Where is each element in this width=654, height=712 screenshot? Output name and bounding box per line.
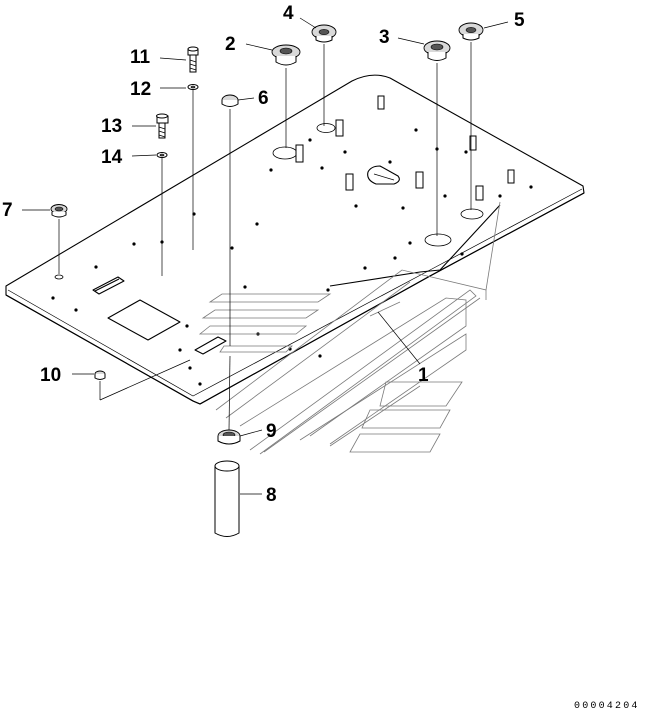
grommet-3 [423, 40, 451, 236]
callout-1: 1 [418, 365, 429, 386]
callout-10: 10 [40, 365, 61, 386]
callout-leaders [22, 17, 509, 495]
washer-12 [187, 84, 199, 250]
bolt-13 [156, 113, 169, 139]
callout-7: 7 [2, 200, 13, 221]
bolt-11 [187, 46, 199, 73]
grommet-2 [271, 44, 301, 148]
washer-14 [156, 152, 168, 276]
pipe-8 [214, 460, 240, 537]
callout-3: 3 [379, 27, 390, 48]
callout-14: 14 [101, 147, 123, 168]
floor-plate [5, 74, 585, 405]
callout-labels: 1 2 3 4 5 6 7 8 9 10 11 12 13 14 [2, 3, 525, 506]
callout-11: 11 [130, 47, 151, 68]
grommet-7 [50, 204, 68, 274]
cap-6 [221, 94, 239, 346]
callout-2: 2 [225, 34, 236, 55]
callout-5: 5 [514, 10, 525, 31]
callout-9: 9 [266, 421, 277, 442]
callout-6: 6 [258, 88, 269, 109]
plug-4 [311, 24, 337, 126]
callout-8: 8 [266, 485, 277, 506]
plug-5 [458, 22, 484, 210]
floor-mat-outline [198, 201, 501, 455]
catalog-number: 00004204 [574, 701, 640, 712]
callout-12: 12 [130, 79, 151, 100]
nut-10 [94, 359, 191, 401]
callout-13: 13 [101, 116, 122, 137]
bushing-9 [217, 355, 241, 445]
callout-4: 4 [283, 3, 294, 24]
